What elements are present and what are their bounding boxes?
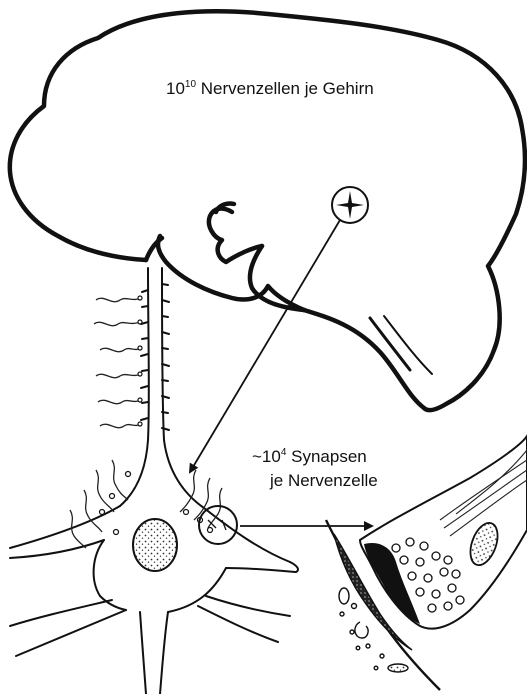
synapse-count-label: ~104 Synapsen [252, 447, 367, 466]
neuron-cell [10, 268, 298, 694]
brain-outline [10, 11, 525, 410]
synapse-highlight-circle [199, 506, 237, 544]
synapse-count-label-line2: je Nervenzelle [269, 471, 378, 490]
afferent-fibers [70, 298, 222, 548]
synaptic-boutons [100, 296, 213, 535]
neuron-count-label: 1010 Nervenzellen je Gehirn [166, 79, 374, 98]
neuron-nucleus [133, 519, 177, 571]
pointer-arrow-to-neuron [190, 220, 340, 472]
neuron-symbol-icon [332, 187, 368, 223]
